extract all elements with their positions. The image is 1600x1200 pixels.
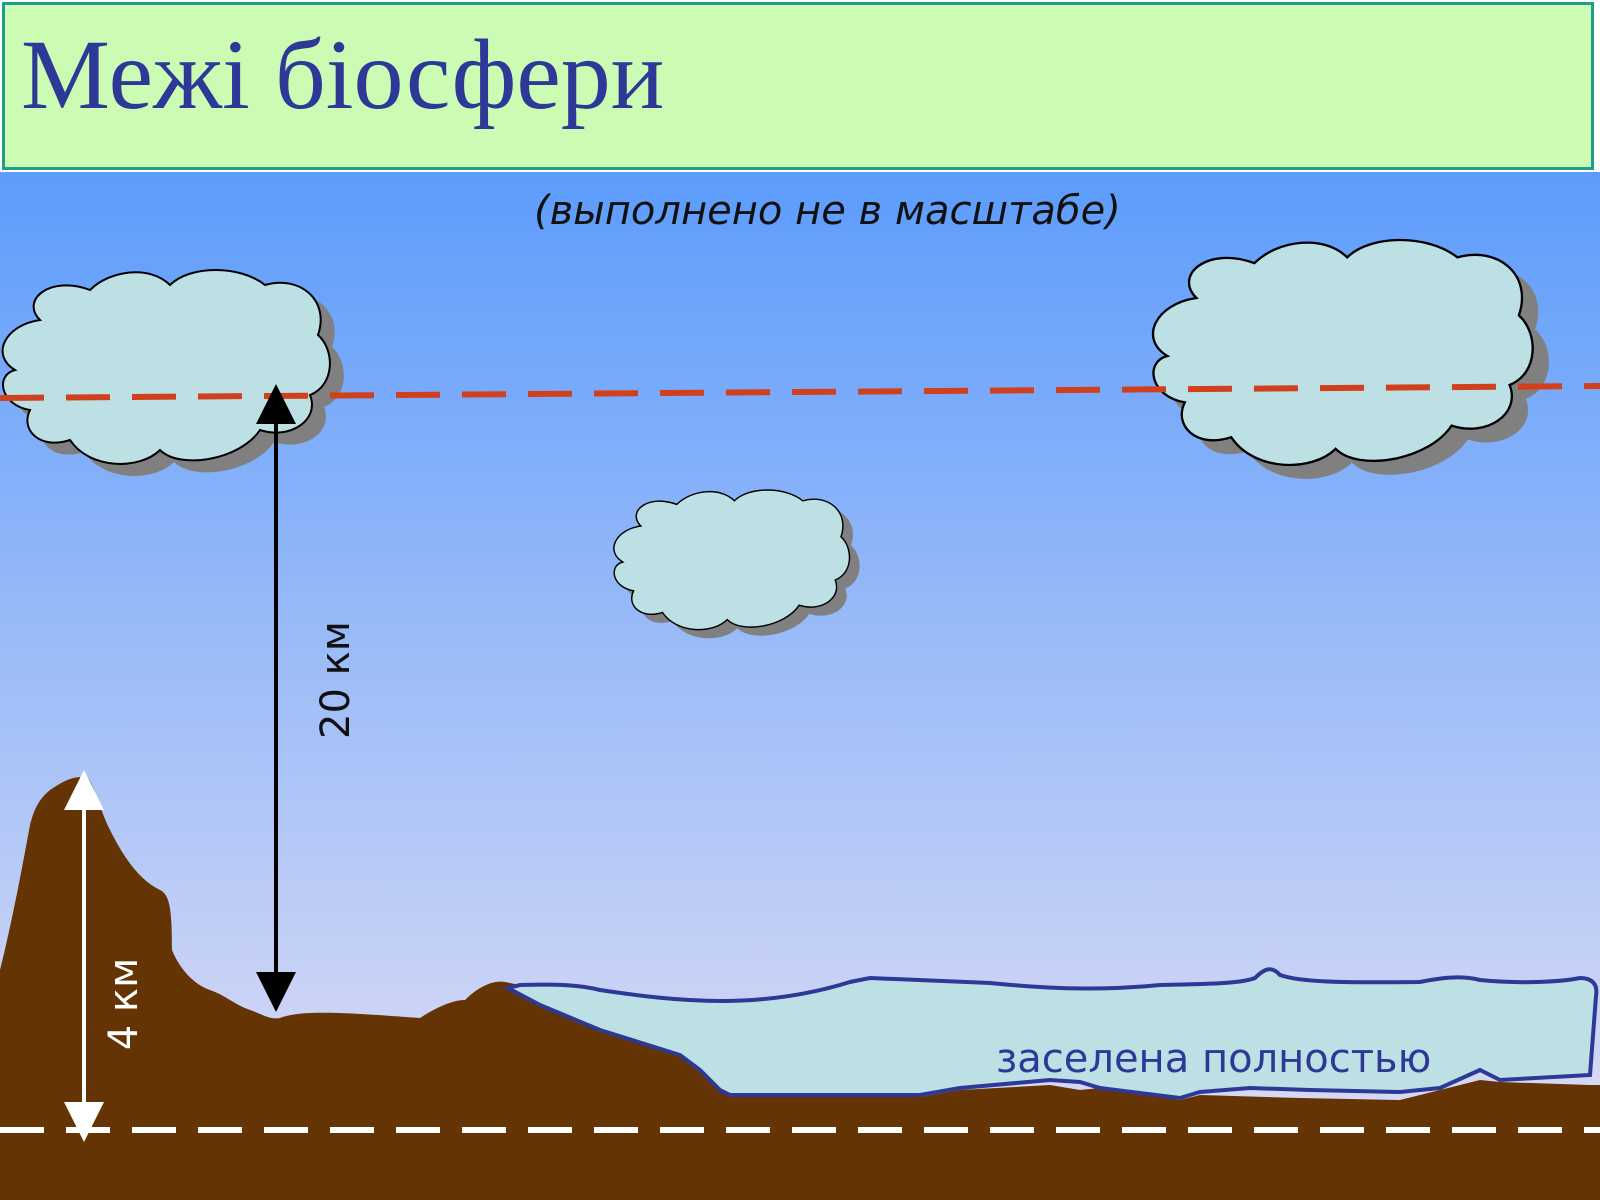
land-depth-label: 4 км <box>101 957 147 1051</box>
cloud-right <box>1151 238 1549 479</box>
cloud-shape <box>1 269 331 465</box>
cloud-shape <box>1151 238 1534 467</box>
ocean-label: заселена полностью <box>996 1036 1432 1082</box>
page-title: Межі біосфери <box>21 19 665 130</box>
ground <box>0 777 1600 1200</box>
cloud-middle <box>613 489 860 639</box>
cloud-shape <box>613 489 851 631</box>
title-bar: Межі біосфери <box>2 2 1594 170</box>
scale-note: (выполнено не в масштабе) <box>534 188 1121 234</box>
ocean-water <box>502 967 1599 1101</box>
atmosphere-height-label: 20 км <box>313 621 359 739</box>
